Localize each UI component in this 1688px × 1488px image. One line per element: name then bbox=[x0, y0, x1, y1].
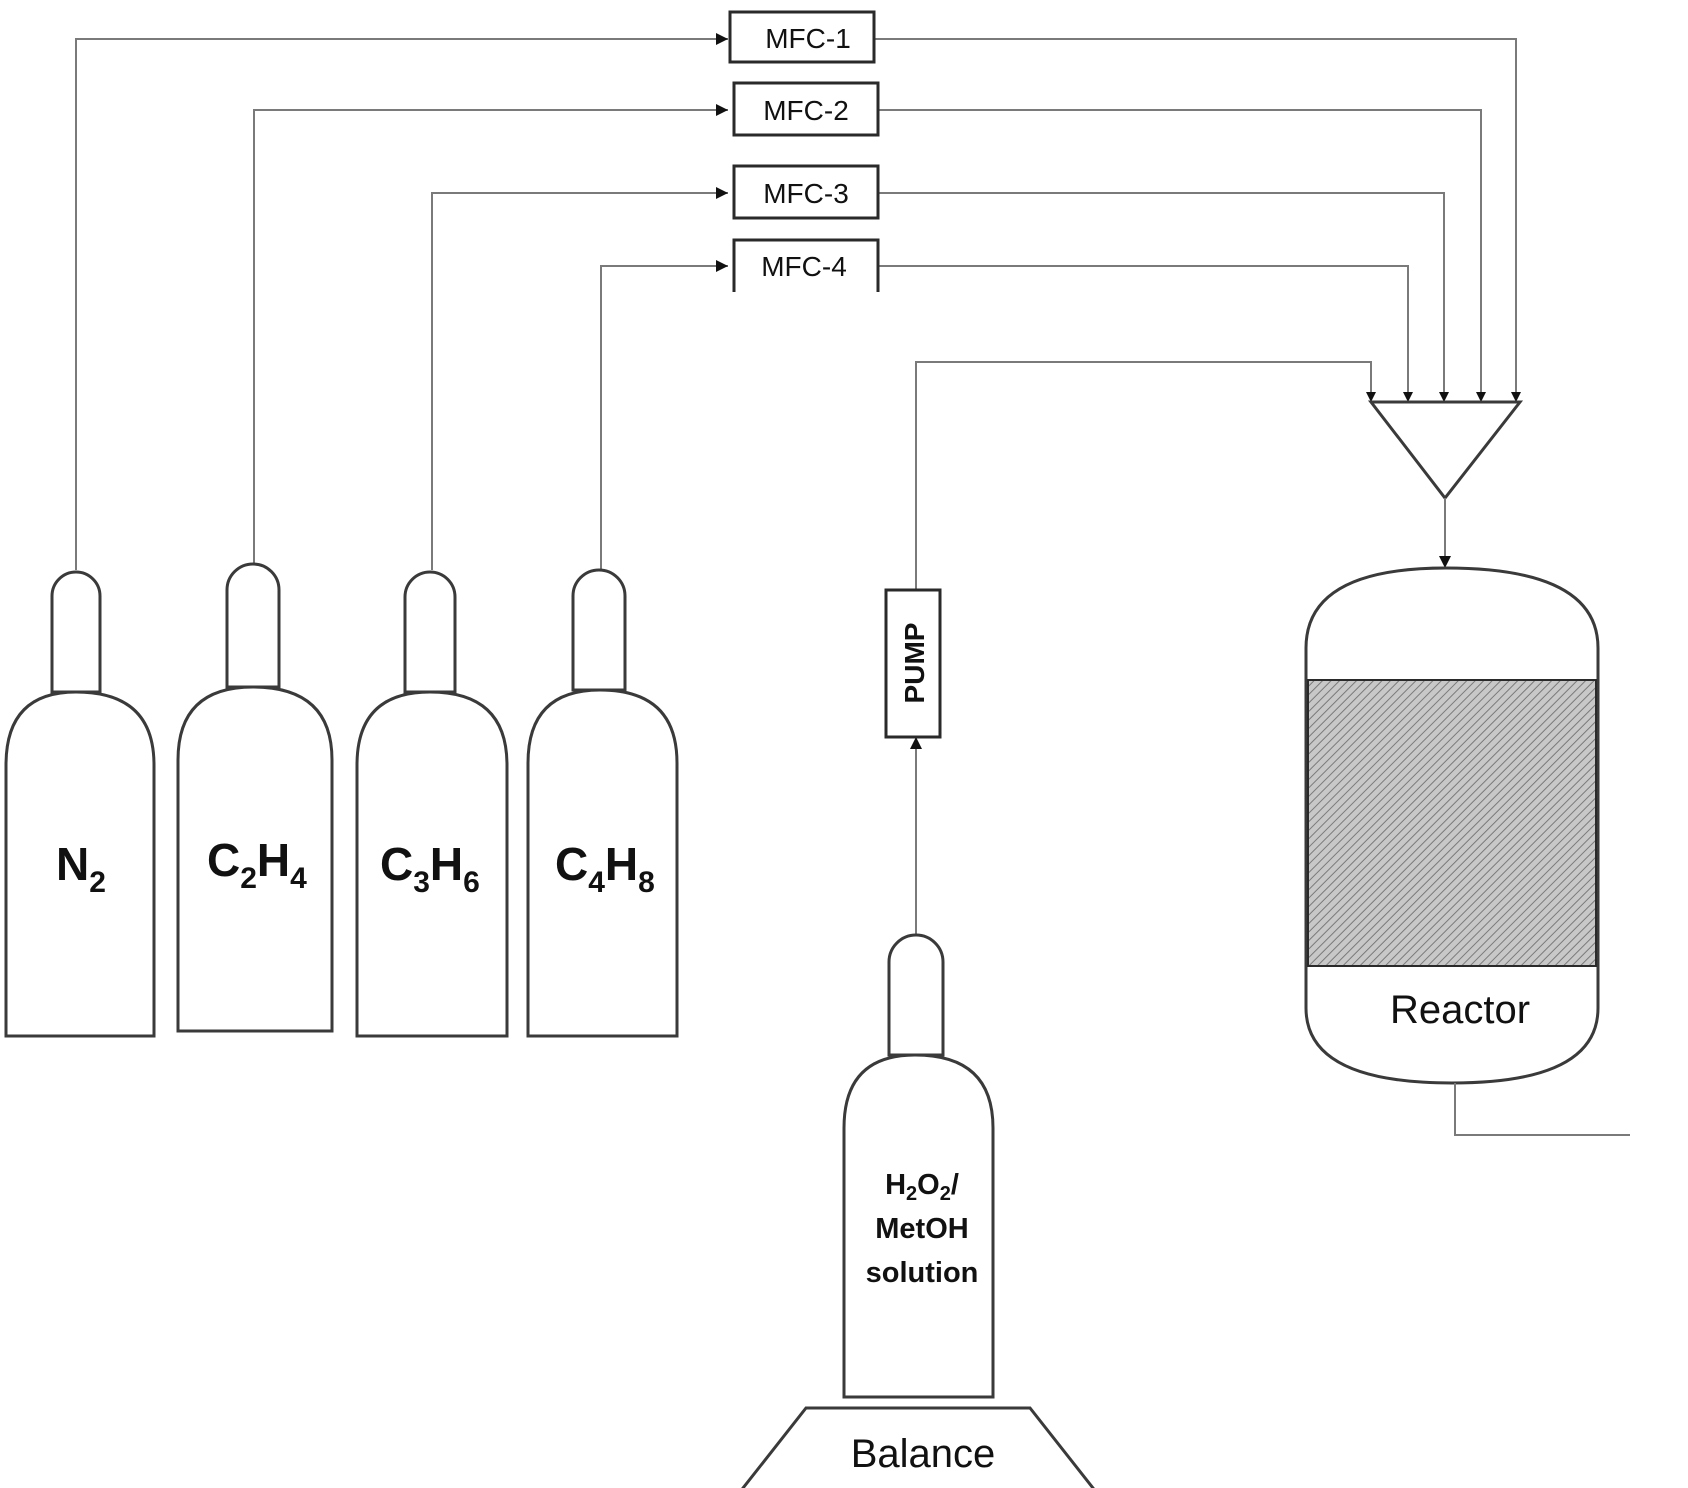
cylinder-n2: N2 bbox=[4, 570, 156, 1038]
mfc-3-box: MFC-3 bbox=[732, 164, 880, 220]
mfc-4-box: MFC-4 bbox=[732, 238, 880, 292]
reactor: Reactor bbox=[1304, 566, 1600, 1085]
mfc-label: MFC-4 bbox=[761, 251, 847, 282]
mixer-funnel bbox=[1367, 400, 1524, 568]
pump-feed-line bbox=[910, 737, 922, 935]
gas-supply-lines bbox=[75, 38, 728, 570]
balance: Balance bbox=[741, 1406, 1095, 1488]
feed-bottle: H2O2/ MetOH solution bbox=[842, 933, 995, 1399]
mfc-2-box: MFC-2 bbox=[732, 81, 880, 137]
mfc-label: MFC-3 bbox=[763, 178, 849, 209]
feed-label-line3: solution bbox=[866, 1257, 979, 1289]
cylinder-label: C3H6 bbox=[380, 838, 480, 899]
cylinder-label: N2 bbox=[56, 838, 106, 899]
cylinder-label: C4H8 bbox=[555, 838, 655, 899]
cylinder-label: C2H4 bbox=[207, 834, 307, 895]
cylinder-c3h6: C3H6 bbox=[355, 570, 509, 1038]
mfc-outlet-lines bbox=[874, 38, 1517, 590]
reactor-label: Reactor bbox=[1390, 988, 1530, 1032]
feed-label-line2: MetOH bbox=[875, 1213, 968, 1245]
mfc-label: MFC-2 bbox=[763, 95, 849, 126]
pump-box: PUMP bbox=[884, 588, 942, 739]
feed-label-line1: H2O2/ bbox=[885, 1169, 959, 1205]
mfc-1-box: MFC-1 bbox=[728, 10, 876, 64]
mfc-label: MFC-1 bbox=[765, 23, 851, 54]
pump-label: PUMP bbox=[899, 623, 930, 704]
mixer-inlet-arrows bbox=[1366, 392, 1521, 402]
balance-label: Balance bbox=[851, 1432, 996, 1476]
reactor-outlet-line bbox=[1454, 1083, 1630, 1136]
catalyst-bed bbox=[1307, 679, 1597, 967]
mfc-inlet-arrows bbox=[716, 33, 728, 272]
cylinder-c2h4: C2H4 bbox=[176, 562, 334, 1033]
cylinder-c4h8: C4H8 bbox=[526, 568, 679, 1038]
